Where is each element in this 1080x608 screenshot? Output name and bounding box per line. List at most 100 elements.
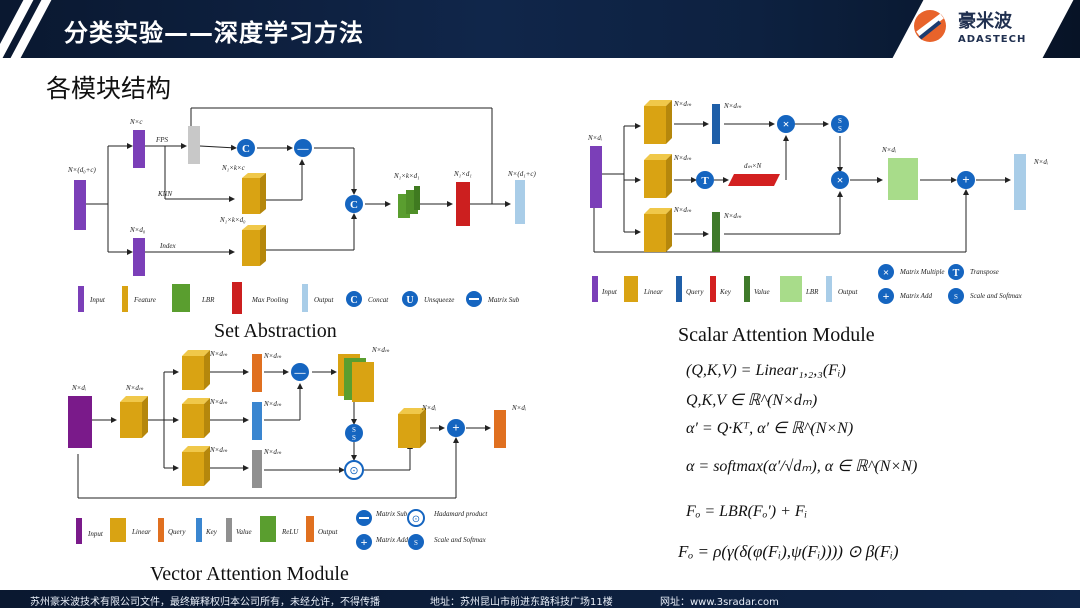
svg-text:+: + — [361, 535, 368, 549]
scalar-transpose-op: T — [696, 171, 714, 189]
svg-text:Unsqueeze: Unsqueeze — [424, 296, 454, 304]
svg-text:Key: Key — [719, 288, 732, 296]
svg-text:+: + — [883, 289, 890, 303]
sa-label-n1kd: N₁×k×d₀ — [219, 216, 246, 224]
scalar-output-block — [1014, 154, 1026, 210]
scalar-label-q: N×dₘ — [673, 100, 692, 108]
scalar-mul-op-1: × — [777, 115, 795, 133]
scalar-softmax-op: SS — [831, 115, 849, 133]
vector-linear-3 — [182, 446, 210, 486]
logo-mark-icon — [914, 10, 946, 42]
scalar-label-kt: dₘ×N — [744, 162, 762, 170]
sa-label-index: Index — [159, 242, 176, 250]
sa-label-nd: N×d₀ — [129, 226, 146, 234]
svg-text:S: S — [838, 125, 842, 133]
vector-legend: Input Linear Query Key Value ReLU Output… — [76, 509, 488, 550]
svg-text:T: T — [953, 268, 960, 279]
scalar-label-mid: N×dᵢ — [881, 146, 896, 154]
vector-label-lin: N×dₘ — [125, 384, 144, 392]
footer-company: 苏州豪米波技术有限公司文件，最终解释权归本公司所有，未经允许，不得传播 — [30, 597, 380, 608]
svg-text:C: C — [242, 143, 250, 155]
sa-input-block — [74, 180, 86, 230]
svg-text:S: S — [352, 434, 356, 442]
sa-maxpool-block — [456, 182, 470, 226]
svg-text:Matrix Multiple: Matrix Multiple — [899, 268, 945, 276]
scalar-key-transposed-block — [728, 174, 780, 186]
svg-text:Linear: Linear — [131, 528, 151, 536]
svg-text:Input: Input — [87, 530, 104, 538]
svg-text:Scale and Softmax: Scale and Softmax — [434, 536, 487, 544]
vector-label-k2: N×dₘ — [263, 400, 282, 408]
vector-key-block — [252, 402, 262, 440]
svg-text:×: × — [783, 117, 790, 131]
formula-qkv: (Q,K,V) = Linear₁,₂,₃(Fᵢ) — [686, 362, 846, 379]
svg-text:S: S — [414, 539, 418, 547]
sa-nd-block — [133, 238, 145, 276]
sa-label-nc: N×c — [129, 118, 143, 126]
footer-address: 地址：苏州昆山市前进东路科技广场11楼 — [430, 597, 613, 608]
svg-text:Query: Query — [168, 528, 186, 536]
vector-label-v: N×dₘ — [209, 446, 228, 454]
footer-website: 网址：www.3sradar.com — [660, 597, 779, 608]
formula-output-lbr: Fₒ = LBR(Fₒ′) + Fᵢ — [686, 503, 808, 520]
sa-label-n1d1: N₁×d₁ — [453, 170, 472, 178]
formula-alpha-softmax: α = softmax(α′/√dₘ), α ∈ ℝ^(N×N) — [686, 458, 918, 475]
svg-text:S: S — [954, 293, 958, 301]
sa-label-out: N×(d₁+c) — [507, 170, 536, 178]
svg-text:Matrix Sub: Matrix Sub — [375, 510, 408, 518]
svg-text:U: U — [406, 295, 413, 306]
svg-text:Key: Key — [205, 528, 218, 536]
sa-sub-op: — — [294, 139, 312, 157]
svg-text:Output: Output — [838, 288, 859, 296]
vector-label-mid: N×dᵢ — [421, 404, 436, 412]
svg-text:Value: Value — [236, 528, 252, 536]
svg-text:+: + — [452, 420, 459, 435]
vector-input-block — [68, 396, 92, 448]
svg-text:Matrix Add: Matrix Add — [899, 292, 932, 300]
scalar-query-block — [712, 104, 720, 144]
vector-output-block — [494, 410, 506, 448]
vector-label-in: N×dᵢ — [71, 384, 86, 392]
scalar-label-v: N×dₘ — [673, 206, 692, 214]
scalar-linear-2 — [644, 154, 672, 198]
vector-softmax-op: SS — [345, 424, 363, 442]
vector-attention-diagram: — SS ⊙ + N×dᵢ N×dₘ N×dₘ N×dₘ N×dₘ N×dₘ N… — [68, 346, 526, 550]
sa-nc-block — [133, 130, 145, 168]
sa-label-fps: FPS — [155, 136, 169, 144]
svg-text:Output: Output — [318, 528, 339, 536]
sa-concat-op-2: C — [345, 195, 363, 213]
vector-value-block — [252, 450, 262, 488]
svg-text:Transpose: Transpose — [970, 268, 999, 276]
scalar-attention-diagram: T × SS × + N×dᵢ N×dₘ N×dₘ N×dₘ N×dₘ dₘ×N… — [587, 100, 1048, 304]
svg-text:Hadamard product: Hadamard product — [433, 510, 488, 518]
vector-sub-op: — — [291, 363, 309, 381]
vector-linear-4 — [398, 408, 426, 448]
formula-alpha-prime: α′ = Q·Kᵀ, α′ ∈ ℝ^(N×N) — [686, 420, 854, 437]
sa-concat-op-1: C — [237, 139, 255, 157]
vector-add-op: + — [447, 419, 465, 437]
sa-feature-block-1 — [242, 173, 266, 214]
svg-text:⊙: ⊙ — [412, 514, 420, 525]
svg-text:Max Pooling: Max Pooling — [251, 296, 289, 304]
section-subtitle: 各模块结构 — [46, 74, 172, 103]
vector-linear-1 — [182, 350, 210, 390]
vector-linear-0 — [120, 396, 148, 438]
vector-label-q: N×dₘ — [209, 350, 228, 358]
sa-label-knn: KNN — [157, 190, 172, 198]
header-bar: 分类实验——深度学习方法 豪米波 ADASTECH — [0, 0, 1080, 58]
svg-text:C: C — [350, 295, 357, 306]
vector-stack-block — [338, 354, 374, 402]
sa-fps-block — [188, 126, 200, 164]
svg-text:Feature: Feature — [133, 296, 156, 304]
set-abstraction-caption: Set Abstraction — [214, 320, 337, 342]
scalar-mul-op-2: × — [831, 171, 849, 189]
vector-label-stack: N×dₘ — [371, 346, 390, 354]
set-abstraction-diagram: C — C N×(d₀+c) N×c FPS KNN Index N×d₀ N₁… — [67, 107, 536, 314]
vector-hadamard-op: ⊙ — [344, 460, 364, 480]
vector-label-out: N×dᵢ — [511, 404, 526, 412]
vector-label-k: N×dₘ — [209, 398, 228, 406]
svg-text:×: × — [883, 267, 889, 279]
logo-name-cn: 豪米波 — [958, 11, 1012, 32]
vector-label-v2: N×dₘ — [263, 448, 282, 456]
scalar-lbr-block — [888, 158, 918, 200]
